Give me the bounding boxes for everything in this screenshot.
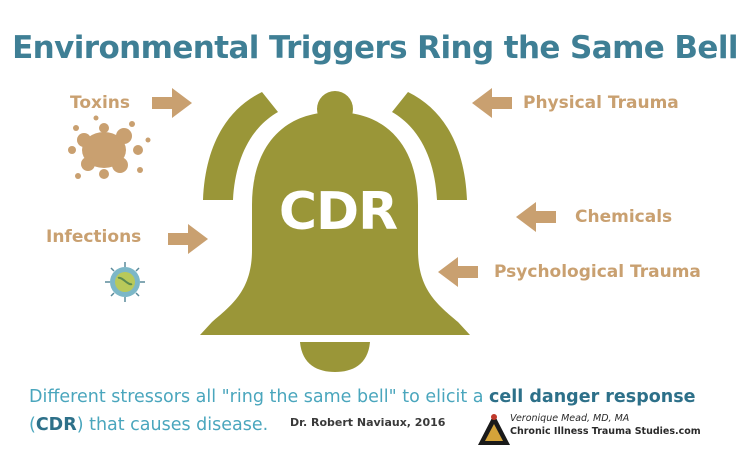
credit: Veronique Mead, MD, MA Chronic Illness T… — [510, 412, 701, 438]
ring-arc-left — [203, 92, 278, 200]
ring-arc-right — [392, 92, 467, 200]
virus-icon — [105, 262, 145, 302]
credit-site: Chronic Illness Trauma Studies.com — [510, 426, 701, 437]
splat-icon — [68, 115, 151, 179]
trigger-chemicals: Chemicals — [575, 207, 673, 227]
page-title: Environmental Triggers Ring the Same Bel… — [12, 30, 738, 66]
trigger-physical-trauma: Physical Trauma — [523, 93, 679, 113]
arrow-icon — [168, 224, 208, 254]
caption-text: ( — [29, 415, 36, 435]
credit-author: Veronique Mead, MD, MA — [510, 413, 630, 424]
caption-text: Different stressors all "ring the same b… — [29, 387, 490, 407]
trigger-toxins: Toxins — [70, 93, 131, 113]
arrow-icon — [152, 88, 192, 118]
bell-icon — [200, 91, 470, 372]
bell-body — [200, 112, 470, 335]
trigger-infections: Infections — [46, 227, 142, 247]
caption-text: ) that causes disease. — [76, 415, 269, 435]
trigger-psychological-trauma: Psychological Trauma — [494, 262, 701, 282]
arrow-icon — [472, 88, 512, 118]
triangle-logo-icon — [478, 414, 510, 445]
caption-bold-abbr: CDR — [35, 415, 77, 435]
caption-bold-term: cell danger response — [489, 387, 696, 407]
arrow-icon — [516, 202, 556, 232]
bell-clapper — [300, 342, 370, 372]
caption: Different stressors all "ring the same b… — [29, 383, 719, 439]
arrows — [152, 88, 556, 287]
arrow-icon — [438, 257, 478, 287]
attribution: Dr. Robert Naviaux, 2016 — [290, 416, 446, 429]
bell-label: CDR — [278, 182, 398, 242]
